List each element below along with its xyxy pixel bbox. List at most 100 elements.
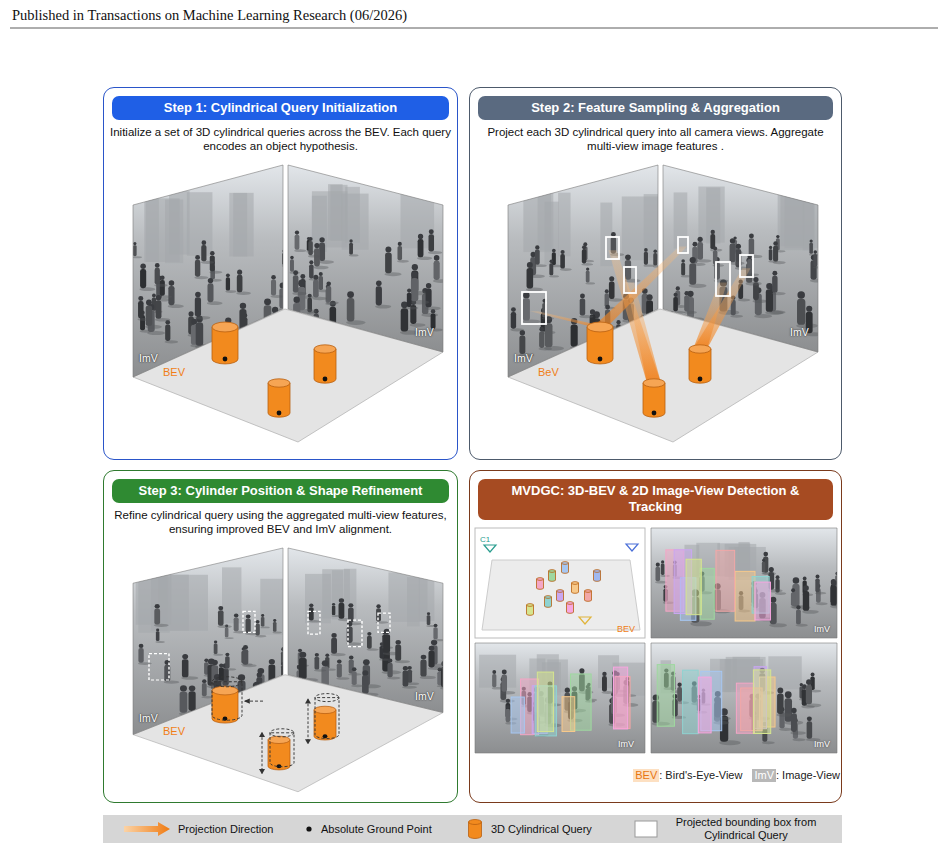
pedestrian-head <box>616 320 620 324</box>
pedestrian <box>653 253 657 265</box>
pedestrian-head <box>749 233 754 238</box>
cylindrical-query <box>545 596 552 608</box>
pedestrian <box>138 648 143 663</box>
pedestrian-head <box>625 254 631 260</box>
pedestrian-head <box>376 604 380 608</box>
building <box>622 196 661 260</box>
shadow <box>296 689 315 693</box>
pedestrian-head <box>246 614 251 618</box>
pedestrian <box>411 278 418 301</box>
cylindrical-query <box>587 322 613 364</box>
pedestrian-head <box>293 270 298 275</box>
pedestrian-head <box>362 670 368 675</box>
pedestrian <box>602 676 607 691</box>
abbreviation-key: BEV: Bird's-Eye-ViewImV: Image-View <box>633 769 840 782</box>
projected-box <box>740 255 753 277</box>
cylindrical-query-part <box>212 686 238 695</box>
shadow <box>263 328 283 333</box>
pedestrian <box>319 276 323 290</box>
pedestrian-head <box>272 307 278 313</box>
pedestrian-head <box>506 705 510 709</box>
cylindrical-query <box>314 706 336 740</box>
pedestrian-head <box>226 273 230 277</box>
building <box>305 574 331 623</box>
legend-bar <box>103 815 842 843</box>
cylindrical-query-part <box>545 596 552 599</box>
view-tag: ImV <box>618 740 634 749</box>
pedestrian-head <box>661 560 664 563</box>
pedestrian <box>684 296 689 312</box>
shadow <box>655 581 667 584</box>
legend-icon-part <box>306 826 311 831</box>
pedestrian <box>749 238 754 255</box>
pedestrian <box>256 677 262 693</box>
projection-beam <box>693 268 751 349</box>
legend-icon-part <box>635 821 657 837</box>
step-heading: Step 3: Cylinder Position & Shape Refine… <box>112 479 449 503</box>
pedestrian <box>156 300 162 318</box>
cylindrical-query-part <box>549 570 556 573</box>
pedestrian-head <box>766 283 772 289</box>
pedestrian <box>314 657 319 670</box>
pedestrian <box>582 249 587 263</box>
pedestrian-head <box>155 604 160 609</box>
pedestrian <box>385 253 392 274</box>
shadow <box>321 686 341 690</box>
pedestrian-head <box>195 255 200 260</box>
pedestrian-head <box>736 244 741 249</box>
pedestrian-head <box>156 628 159 631</box>
pedestrian-head <box>816 575 820 579</box>
shadow <box>397 260 409 263</box>
pedestrian-head <box>676 286 680 290</box>
pedestrian <box>154 609 160 625</box>
pedestrian <box>146 305 153 325</box>
pedestrian-head <box>322 660 329 666</box>
pedestrian <box>681 263 685 275</box>
pedestrian <box>420 660 426 677</box>
pedestrian-head <box>396 640 401 645</box>
pedestrian <box>791 592 795 606</box>
pedestrian-head <box>319 237 324 242</box>
pedestrian-head <box>831 580 837 586</box>
cylindrical-query-part <box>562 562 569 565</box>
shadow <box>252 710 274 714</box>
shadow <box>281 701 301 705</box>
pedestrian <box>207 283 213 302</box>
pedestrian-head <box>511 307 516 312</box>
shadow <box>367 648 379 650</box>
scene <box>133 165 449 442</box>
shadow <box>796 624 808 627</box>
pedestrian <box>609 281 615 299</box>
tracked-box <box>613 667 627 729</box>
pedestrian <box>625 260 631 280</box>
pedestrian <box>362 676 369 694</box>
cylindrical-query-part <box>268 736 290 743</box>
pedestrian-head <box>690 257 696 263</box>
pedestrian-head <box>412 264 418 270</box>
pedestrian-head <box>539 327 544 332</box>
cylindrical-query-part <box>212 691 238 724</box>
cylindrical-query-part <box>537 578 544 581</box>
pedestrian <box>188 691 195 711</box>
pedestrian <box>219 667 224 681</box>
pedestrian-head <box>776 575 780 579</box>
pedestrian-head <box>202 240 207 245</box>
shadow <box>775 592 786 595</box>
header-rule <box>10 28 938 29</box>
refined-cylinder-outline-part <box>315 694 339 702</box>
view-tag: ImV <box>814 740 830 749</box>
cylindrical-query <box>212 322 238 364</box>
camera-photo-part <box>651 528 837 638</box>
pedestrian <box>769 249 773 260</box>
pedestrian-head <box>644 248 648 252</box>
cylindrical-query <box>469 820 482 839</box>
legend-item: Projected bounding box from Cylindrical … <box>634 815 826 843</box>
step-description: Refine cylindrical query using the aggre… <box>110 508 451 536</box>
pedestrian-head <box>408 666 412 670</box>
cylindrical-query-part <box>314 349 336 383</box>
shadow <box>294 249 306 252</box>
pedestrian-head <box>777 688 783 694</box>
pedestrian <box>523 298 530 320</box>
pedestrian-head <box>243 645 248 649</box>
pedestrian-head <box>299 652 306 658</box>
